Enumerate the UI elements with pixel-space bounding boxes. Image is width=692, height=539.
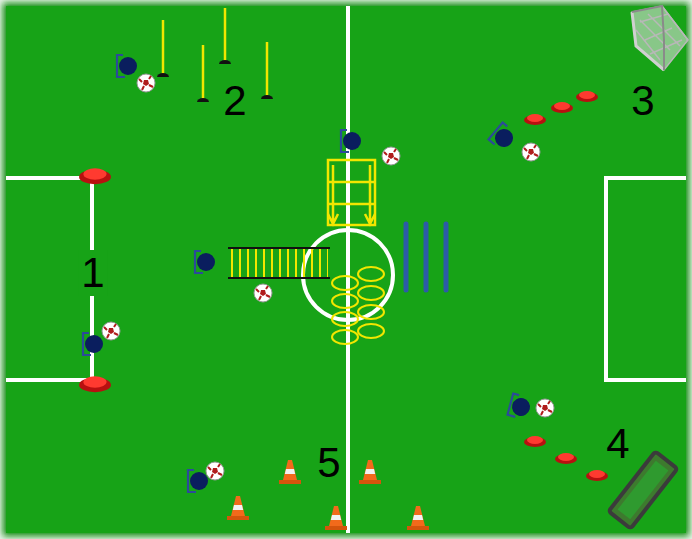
agility-rings (332, 267, 384, 344)
field-mark (228, 247, 330, 249)
ball (382, 147, 400, 165)
field-mark (632, 6, 688, 70)
field-mark (162, 20, 165, 74)
field-shadow (3, 3, 689, 536)
mini-goal (632, 6, 688, 70)
field-mark (228, 277, 330, 279)
field-mark (358, 305, 384, 319)
player (117, 55, 137, 77)
traffic-cone (227, 496, 249, 520)
field-mark (444, 224, 449, 290)
traffic-cone (359, 460, 381, 484)
callout-number: 2 (223, 80, 246, 122)
field-mark (358, 286, 384, 300)
player (341, 130, 361, 152)
player (508, 394, 533, 420)
flat-cone (586, 470, 608, 481)
field-mark (202, 45, 205, 99)
field-mark (346, 6, 350, 533)
traffic-cone (325, 506, 347, 530)
flat-cone (551, 102, 573, 113)
ball (137, 74, 155, 92)
ball (536, 399, 554, 417)
player (489, 123, 518, 153)
field-mark (332, 312, 358, 326)
field-mark (332, 330, 358, 344)
callout-number: 4 (606, 423, 629, 465)
station-3 (489, 6, 688, 161)
flat-cone (576, 91, 598, 102)
station-2 (117, 8, 273, 102)
field-mark (632, 6, 664, 70)
grass (6, 6, 686, 533)
station-4 (508, 394, 678, 529)
pole-base (157, 73, 169, 77)
field-mark (365, 165, 375, 224)
pole-base (261, 95, 273, 99)
ball (102, 322, 120, 340)
callout-number: 1 (78, 250, 107, 296)
pole-base (197, 98, 209, 102)
horizontal-ladder (228, 248, 330, 278)
field-mark (328, 165, 338, 224)
field-mark (224, 8, 227, 61)
player (83, 333, 103, 355)
centre-station (195, 130, 446, 344)
field-mark (358, 324, 384, 338)
ball (522, 143, 540, 161)
field-mark (328, 203, 375, 206)
traffic-cone (279, 460, 301, 484)
callout-number: 3 (631, 80, 654, 122)
slalom-poles (163, 8, 267, 99)
field-mark (228, 249, 328, 277)
field-mark (424, 224, 429, 290)
ball (254, 284, 272, 302)
station-1 (79, 168, 120, 392)
flat-cone (79, 168, 111, 184)
field-mark (606, 178, 686, 380)
callout-number: 5 (317, 442, 340, 484)
player (188, 470, 208, 492)
ball (206, 462, 224, 480)
flat-cone (524, 436, 546, 447)
field-mark (328, 160, 375, 225)
pole-base (219, 60, 231, 64)
pitch-lines (6, 6, 686, 533)
field-mark (618, 461, 669, 520)
field-mark (266, 42, 269, 96)
field-mark (332, 294, 358, 308)
vertical-ladder (328, 160, 375, 225)
field-mark (328, 181, 375, 184)
field-mark (404, 224, 409, 290)
station-5 (188, 460, 429, 530)
traffic-cone (407, 506, 429, 530)
field-mark (332, 276, 358, 290)
flat-cone (555, 453, 577, 464)
field-mark (358, 267, 384, 281)
player (195, 251, 215, 273)
hurdle-sticks (406, 224, 446, 290)
flat-cone (524, 114, 546, 125)
field-mark (632, 12, 664, 70)
flat-cone (79, 376, 111, 392)
